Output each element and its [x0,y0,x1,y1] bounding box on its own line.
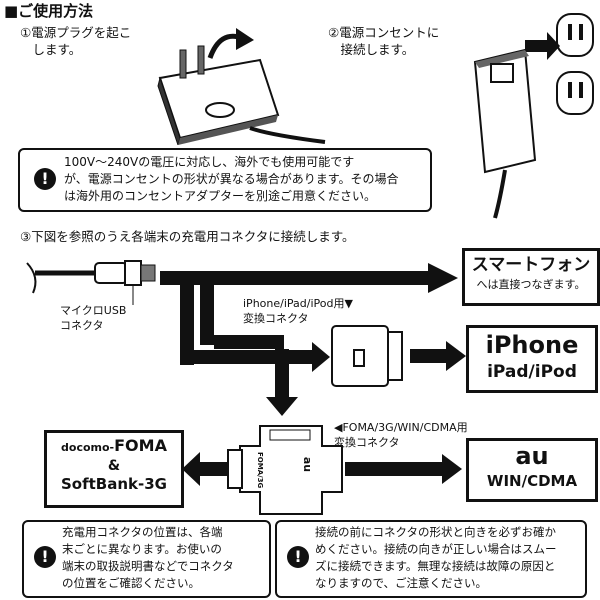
win-cdma-title: WIN/CDMA [486,472,578,490]
warning-icon: ! [287,546,309,568]
docomo-label: docomo- [61,441,115,454]
iphone-adapter-illustration [331,325,403,387]
iphone-box: iPhone iPad/iPod [466,325,598,393]
softbank-label: SoftBank-3G [61,475,167,493]
voltage-note-text: 100V～240Vの電圧に対応し、海外でも使用可能です が、電源コンセントの形状… [64,155,399,203]
connector-position-note: ! 充電用コネクタの位置は、各端 末ごとに異なります。お使いの 端末の取扱説明書… [22,520,271,598]
foma-label: FOMA [114,436,167,455]
smartphone-title: スマートフォン [471,255,591,275]
step-1-text: ①電源プラグを起こ します。 [20,25,132,57]
micro-usb-label: マイクロUSB コネクタ [60,304,127,332]
foma-adapter-label: ◀FOMA/3G/WIN/CDMA用 変換コネクタ [334,421,468,449]
charger-outlet-illustration [473,13,594,219]
step-2-text: ②電源コンセントに 接続します。 [328,25,440,57]
connector-position-note-text: 充電用コネクタの位置は、各端 末ごとに異なります。お使いの 端末の取扱説明書など… [62,525,234,590]
iphone-title: iPhone [485,331,579,359]
connection-direction-note-text: 接続の前にコネクタの形状と向きを必ずお確か めください。接続の向きが正しい場合は… [315,525,557,590]
au-box: au WIN/CDMA [466,438,598,502]
ampersand-label: & [107,458,121,474]
warning-icon: ! [34,546,56,568]
connection-direction-note: ! 接続の前にコネクタの形状と向きを必ずお確か めください。接続の向きが正しい場… [275,520,587,598]
smartphone-box: スマートフォン へは直接つなぎます。 [462,248,600,306]
docomo-softbank-box: docomo-FOMA & SoftBank-3G [44,430,184,508]
foma-adapter-side-text: FOMA/3G [256,452,264,489]
au-adapter-side-text: au [301,456,315,473]
charger-plug-fold-illustration [157,28,326,145]
voltage-note: ! 100V～240Vの電圧に対応し、海外でも使用可能です が、電源コンセントの… [18,148,432,212]
iphone-adapter-label: iPhone/iPad/iPod用▼ 変換コネクタ [243,297,353,325]
ipad-ipod-title: iPad/iPod [487,362,577,382]
step-3-text: ③下図を参照のうえ各端末の充電用コネクタに接続します。 [20,229,355,244]
au-title: au [515,442,549,470]
smartphone-subtitle: へは直接つなぎます。 [476,278,586,291]
foma-adapter-illustration [227,425,343,515]
section-title: ■ご使用方法 [4,2,94,20]
micro-usb-cable-illustration [26,260,156,305]
warning-icon: ! [34,168,56,190]
